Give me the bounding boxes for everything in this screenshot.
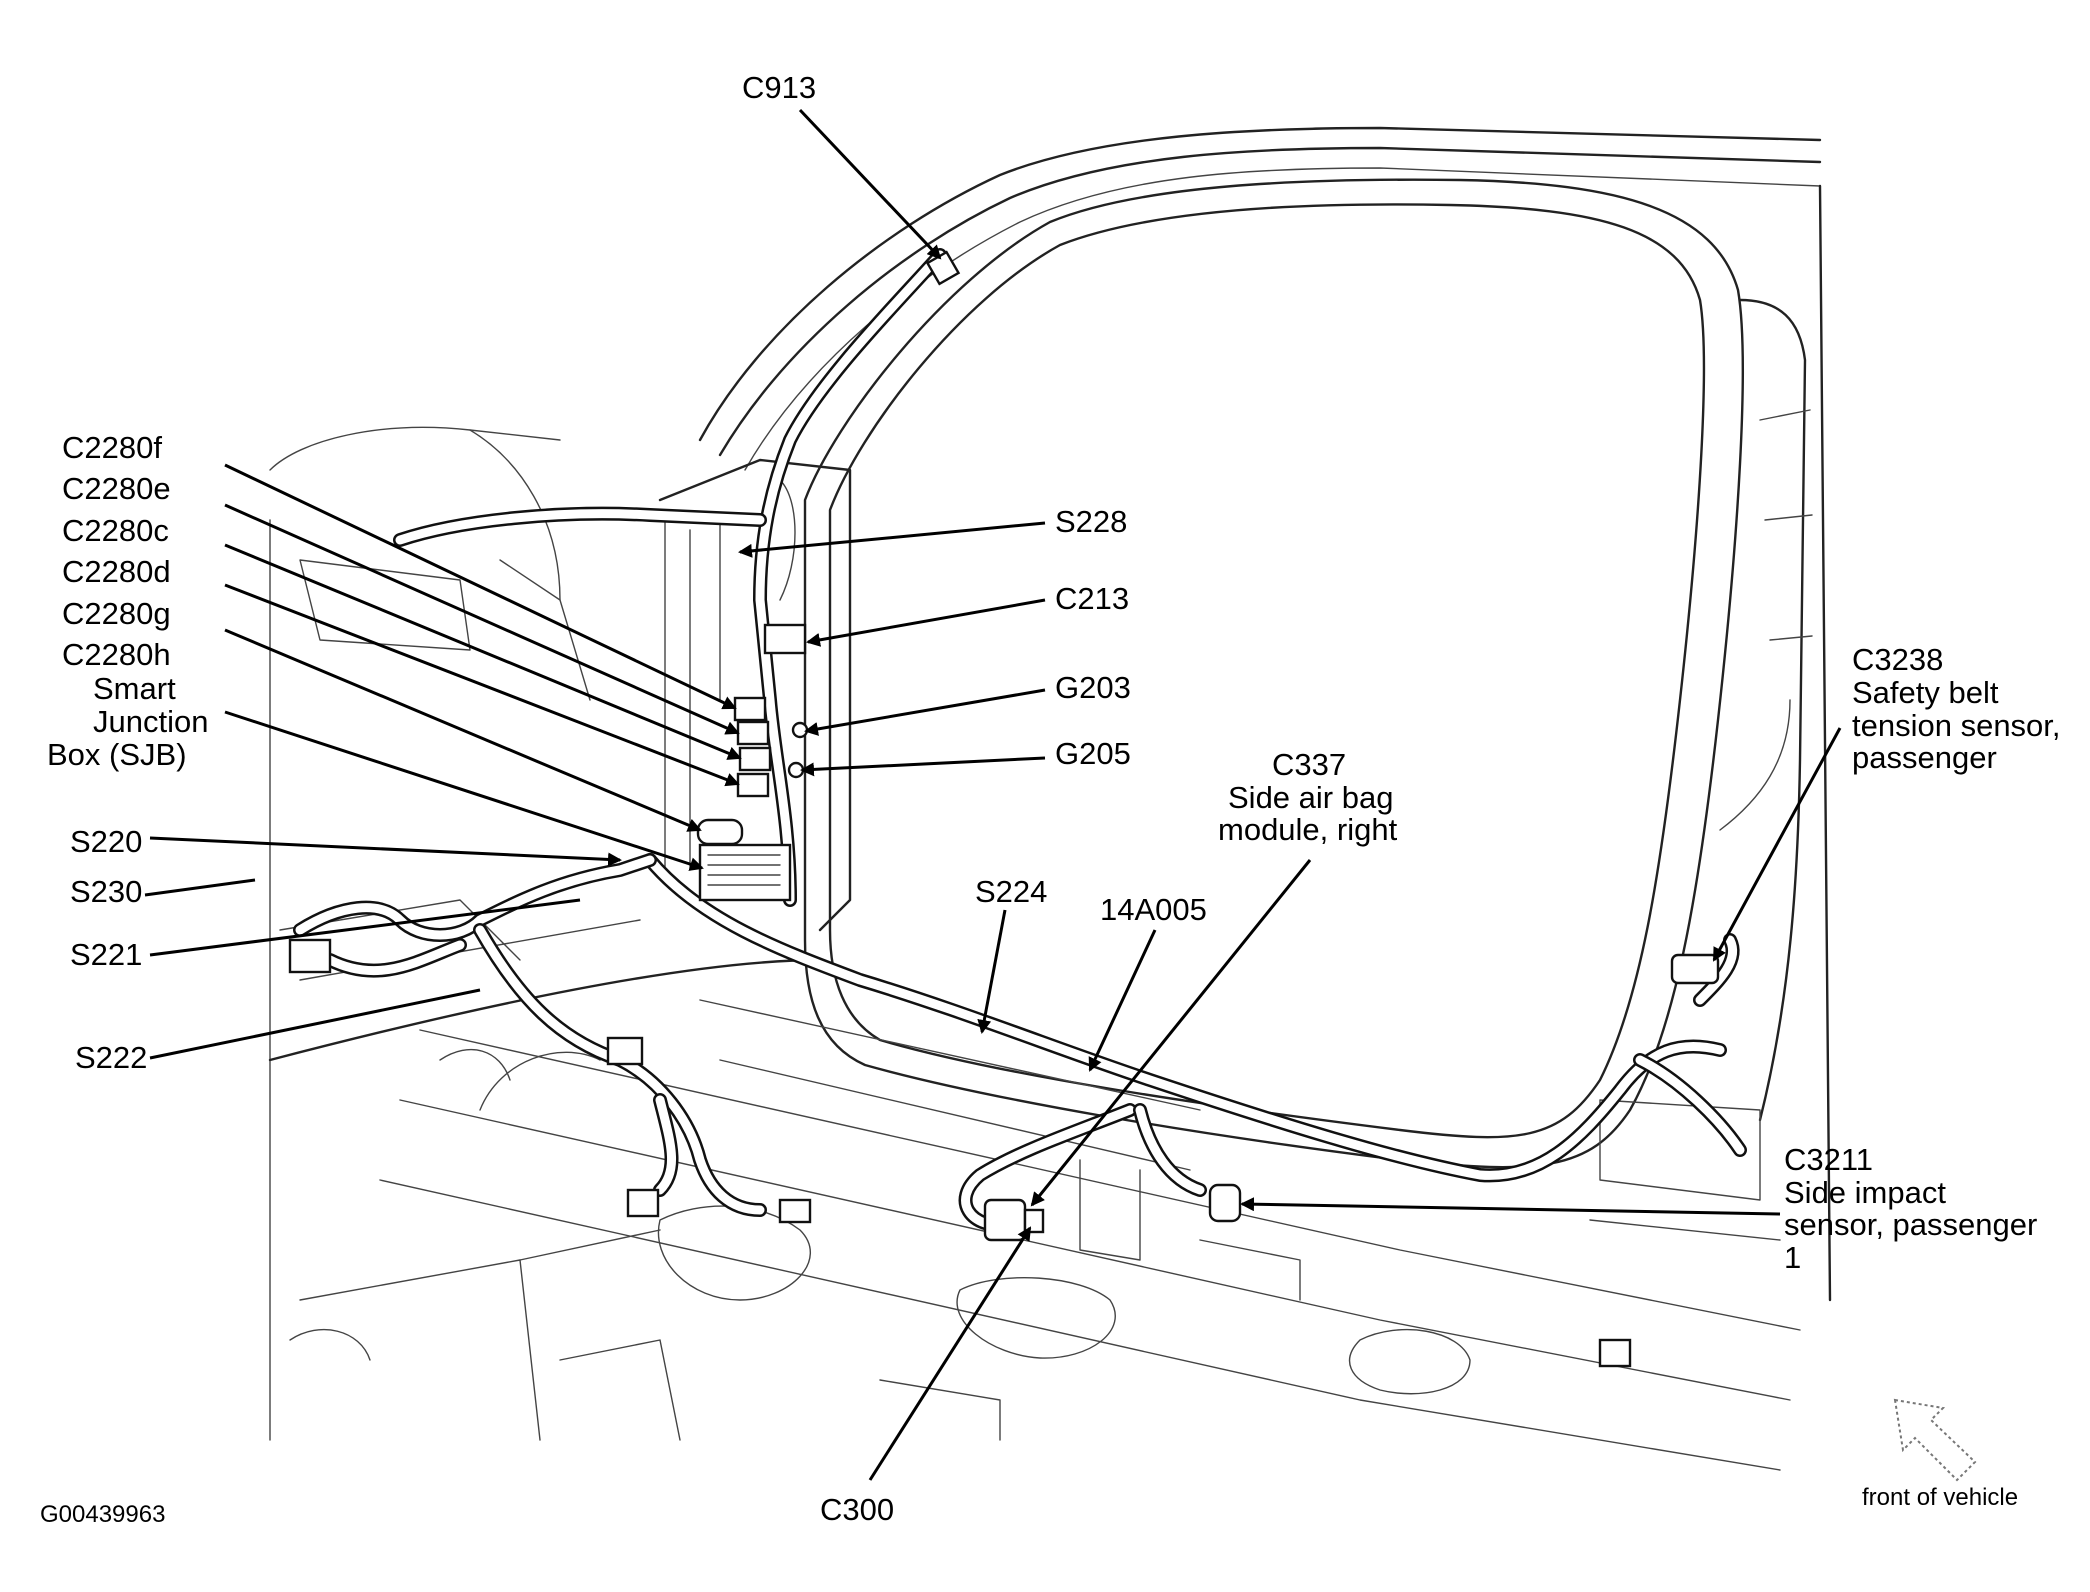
leader-lines: [144, 108, 1842, 1481]
label-s224: S224: [975, 874, 1047, 909]
connector-c3238: [1670, 953, 1720, 985]
label-c3211-line2: sensor, passenger: [1784, 1207, 2037, 1242]
label-s220: S220: [70, 824, 142, 859]
label-c2280e: C2280e: [62, 471, 171, 506]
connector-rear-floor-1: [606, 1036, 644, 1066]
label-c337-line2: module, right: [1218, 812, 1398, 847]
connector-c2280d: [736, 772, 770, 798]
ground-g205: [787, 761, 805, 779]
label-sjb-line2: Junction: [93, 704, 208, 739]
connector-rear-floor-3: [778, 1198, 812, 1224]
ground-g203: [791, 721, 809, 739]
label-c2280d: C2280d: [62, 554, 171, 589]
label-c2280c: C2280c: [62, 513, 169, 548]
connector-c2280c: [738, 746, 772, 772]
smart-junction-box: [698, 843, 792, 902]
label-c213: C213: [1055, 581, 1129, 616]
label-sjb-line3: Box (SJB): [47, 737, 187, 772]
connector-rear-floor-2: [626, 1188, 660, 1218]
label-c300: C300: [820, 1492, 894, 1527]
front-of-vehicle-arrow-icon: [1893, 1398, 1977, 1482]
connector-c2280g: [696, 818, 744, 846]
label-c337-line1: Side air bag: [1228, 780, 1393, 815]
label-c3238-line2: tension sensor,: [1852, 708, 2061, 743]
label-g205: G205: [1055, 736, 1131, 771]
label-c2280g: C2280g: [62, 596, 171, 631]
wiring-harness-14a005: [293, 248, 1747, 1233]
connector-c300: [1023, 1208, 1045, 1234]
connector-c213: [763, 623, 807, 655]
label-c337-code: C337: [1272, 747, 1346, 782]
label-s221: S221: [70, 937, 142, 972]
connector-left-floor: [288, 938, 332, 974]
label-c2280f: C2280f: [62, 430, 162, 465]
connector-side-airbag-module: [983, 1198, 1027, 1242]
connector-c3211: [1208, 1183, 1242, 1223]
label-s228: S228: [1055, 504, 1127, 539]
label-c3211-line3: 1: [1784, 1240, 1801, 1275]
label-c3238-line3: passenger: [1852, 740, 1997, 775]
label-c3238-code: C3238: [1852, 642, 1943, 677]
figure-id: G00439963: [40, 1501, 165, 1528]
label-c3211-code: C3211: [1784, 1142, 1873, 1177]
callout-labels: C913 C2280f C2280e C2280c C2280d C2280g …: [40, 70, 2061, 1528]
label-c3211-line1: Side impact: [1784, 1175, 1946, 1210]
connectors: [288, 250, 1720, 1368]
connector-c2280e: [736, 720, 770, 746]
label-c2280h: C2280h: [62, 637, 171, 672]
connector-c2280f: [733, 696, 767, 722]
label-s230: S230: [70, 874, 142, 909]
label-sjb-line1: Smart: [93, 671, 176, 706]
label-c3238-line1: Safety belt: [1852, 675, 1999, 710]
connector-rear-right: [1598, 1338, 1632, 1368]
front-of-vehicle-label: front of vehicle: [1862, 1484, 2018, 1511]
label-s222: S222: [75, 1040, 147, 1075]
label-c913: C913: [742, 70, 816, 105]
label-g203: G203: [1055, 670, 1131, 705]
vehicle-body-drawing: [268, 126, 1832, 1471]
label-14a005: 14A005: [1100, 892, 1207, 927]
